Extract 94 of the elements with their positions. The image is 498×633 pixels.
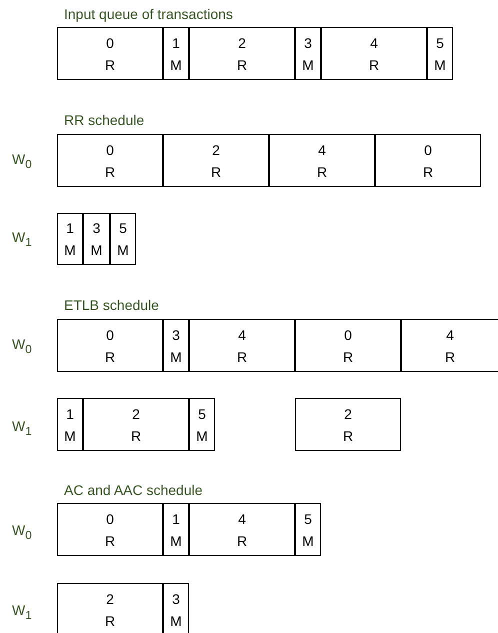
transaction-number: 4 [446,326,454,344]
transaction-cell [163,583,189,633]
transaction-cell [189,319,295,372]
transaction-cell [57,398,83,451]
transaction-number: 5 [119,219,127,238]
transaction-type: M [170,532,182,550]
transaction-number: 4 [370,34,378,52]
transaction-type: R [422,162,434,182]
transaction-type: R [316,162,328,182]
transaction-type: R [236,56,248,74]
worker-label: W$_{0}$ [12,336,32,356]
transaction-cell [57,583,163,633]
transaction-type: M [170,56,182,74]
transaction-cell [163,319,189,372]
transaction-number: 2 [212,140,220,160]
transaction-type: R [104,612,116,630]
transaction-type: M [64,241,76,260]
transaction-type: M [64,426,76,446]
transaction-cell [401,319,498,372]
worker-label: W$_{1}$ [12,418,32,438]
transaction-cell [295,503,321,556]
transaction-number: 0 [106,34,114,52]
transaction-cell [57,319,163,372]
transaction-type: R [104,56,116,74]
transaction-cell [57,503,163,556]
transaction-type: R [104,532,116,550]
transaction-cell [427,27,453,80]
transaction-cell [189,398,215,451]
transaction-cell [57,134,163,187]
transaction-number: 5 [198,404,206,424]
transaction-type: R [210,162,222,182]
transaction-number: 5 [304,510,312,528]
transaction-cell [295,27,321,80]
transaction-number: 0 [106,510,114,528]
transaction-cell [163,27,189,80]
transaction-type: R [130,426,142,446]
transaction-cell [189,27,295,80]
transaction-number: 4 [318,140,326,160]
worker-label: W$_{0}$ [12,522,32,542]
transaction-type: M [434,56,446,74]
transaction-number: 0 [106,326,114,344]
transaction-cell [321,27,427,80]
transaction-type: R [444,348,456,366]
transaction-type: R [368,56,380,74]
transaction-type: M [302,56,314,74]
transaction-number: 3 [172,590,180,608]
transaction-number: 3 [92,219,100,238]
worker-label: W$_{1}$ [12,602,32,622]
transaction-cell [57,27,163,80]
transaction-number: 0 [344,326,352,344]
transaction-number: 2 [106,590,114,608]
transaction-type: M [170,348,182,366]
transaction-number: 1 [66,219,74,238]
transaction-cell [295,319,401,372]
transaction-number: 2 [344,404,352,424]
transaction-type: M [170,612,182,630]
transaction-number: 1 [172,34,180,52]
transaction-type: R [236,532,248,550]
transaction-number: 0 [106,140,114,160]
transaction-number: 1 [66,404,74,424]
transaction-cell [269,134,375,187]
transaction-number: 3 [304,34,312,52]
transaction-cell [163,503,189,556]
transaction-cell [83,213,110,265]
worker-label: W$_{0}$ [12,151,32,171]
transaction-type: R [342,426,354,446]
transaction-type: M [196,426,208,446]
transaction-type: M [90,241,102,260]
transaction-number: 0 [424,140,432,160]
transaction-number: 4 [238,510,246,528]
transaction-number: 2 [238,34,246,52]
transaction-cell [189,503,295,556]
transaction-cell [83,398,189,451]
transaction-cell [375,134,481,187]
transaction-number: 3 [172,326,180,344]
transaction-cell [163,134,269,187]
worker-label: W$_{1}$ [12,229,32,249]
transaction-type: R [104,348,116,366]
transaction-type: R [342,348,354,366]
transaction-cell [295,398,401,451]
transaction-number: 5 [436,34,444,52]
transaction-number: 4 [238,326,246,344]
transaction-type: R [236,348,248,366]
transaction-cell [57,213,83,265]
section-heading: RR schedule [64,112,144,128]
section-heading: AC and AAC schedule [64,482,203,498]
transaction-cell [110,213,136,265]
transaction-type: M [302,532,314,550]
section-heading: Input queue of transactions [64,6,233,22]
transaction-type: R [104,162,116,182]
transaction-number: 2 [132,404,140,424]
transaction-number: 1 [172,510,180,528]
transaction-type: M [117,241,129,260]
section-heading: ETLB schedule [64,297,159,313]
